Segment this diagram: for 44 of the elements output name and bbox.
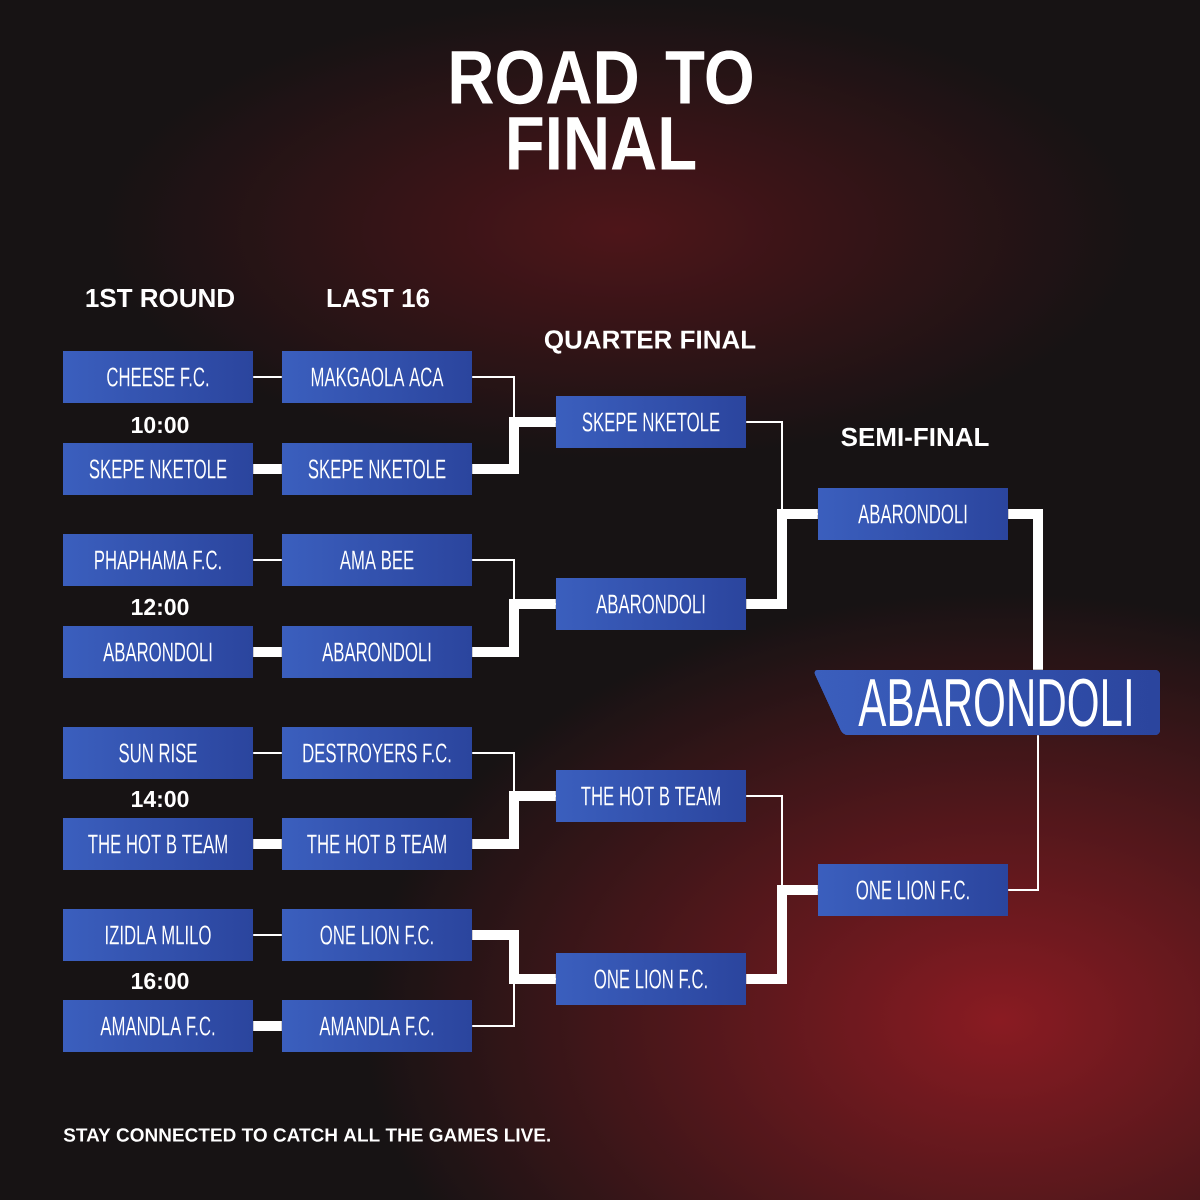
team-box: ABARONDOLI [282,626,472,678]
bracket-line [1007,734,1039,891]
team-box: ONE LION F.C. [556,953,746,1005]
bracket-line [252,559,283,561]
team-box: ABARONDOLI [556,578,746,630]
footer-note: STAY CONNECTED TO CATCH ALL THE GAMES LIVE. [63,1128,550,1142]
bracket-line [253,1021,282,1031]
team-box: SUN RISE [63,727,253,779]
team-box: MAKGAOLA ACA [282,351,472,403]
match-time: 14:00 [132,790,189,808]
team-box: AMANDLA F.C. [282,1000,472,1052]
bracket-line [252,934,283,936]
bracket-line [1008,509,1043,670]
title: ROAD TO FINAL [451,50,752,170]
match-time: 10:00 [132,416,189,434]
team-box: THE HOT B TEAM [556,770,746,822]
bracket-line [252,752,283,754]
team-box: CHEESE F.C. [63,351,253,403]
team-box: ABARONDOLI [818,488,1008,540]
team-box: AMANDLA F.C. [63,1000,253,1052]
team-box: SKEPE NKETOLE [63,443,253,495]
bracket-line [253,464,282,474]
bracket-line [471,978,557,1027]
column-heading: LAST 16 [327,288,430,308]
team-box: ONE LION F.C. [282,909,472,961]
bracket-line [253,647,282,657]
team-box: PHAPHAMA F.C. [63,534,253,586]
team-box: ONE LION F.C. [818,864,1008,916]
team-box: THE HOT B TEAM [63,818,253,870]
match-time: 16:00 [132,972,189,990]
team-box: SKEPE NKETOLE [556,396,746,448]
team-box: AMA BEE [282,534,472,586]
bracket-line [253,839,282,849]
column-heading: QUARTER FINAL [544,330,756,354]
team-box: THE HOT B TEAM [282,818,472,870]
bracket-line [252,376,283,378]
column-heading: SEMI-FINAL [841,427,989,447]
team-box: SKEPE NKETOLE [282,443,472,495]
match-time: 12:00 [132,598,189,616]
team-box: ABARONDOLI [63,626,253,678]
team-box: IZIDLA MLILO [63,909,253,961]
winner-banner: ABARONDOLI [814,670,1160,735]
column-heading: 1ST ROUND [86,288,234,308]
team-box: DESTROYERS F.C. [282,727,472,779]
